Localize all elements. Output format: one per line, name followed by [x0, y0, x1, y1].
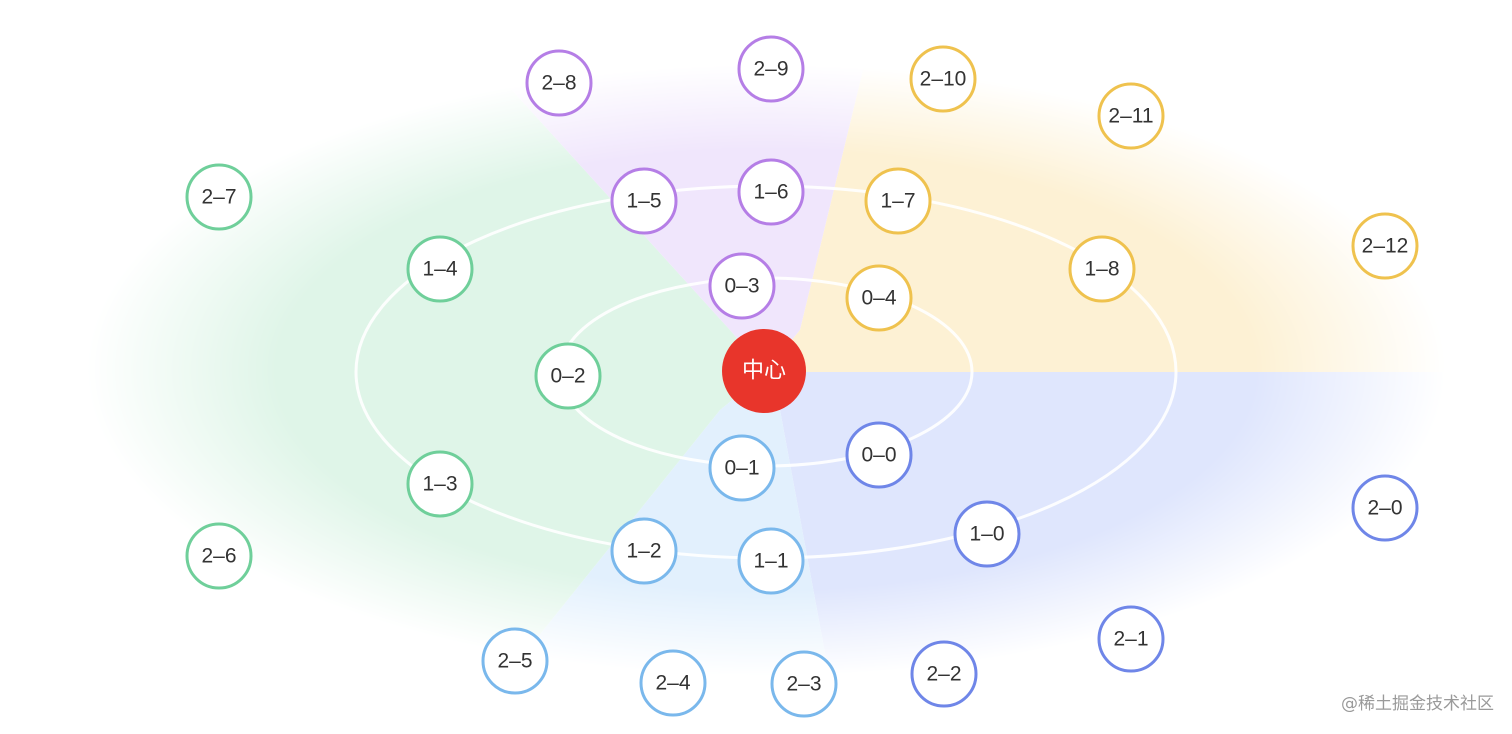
center-node-circle[interactable] — [722, 329, 806, 413]
node-label: 1–5 — [626, 190, 661, 213]
node-label: 1–7 — [880, 190, 915, 213]
node-label: 1–4 — [422, 258, 457, 281]
node-0-2[interactable]: 0–2 — [534, 342, 602, 410]
node-label: 2–7 — [201, 186, 236, 209]
node-circle[interactable] — [845, 264, 913, 332]
node-label: 2–0 — [1367, 497, 1402, 520]
node-circle[interactable] — [534, 342, 602, 410]
node-2-12[interactable]: 2–12 — [1351, 212, 1419, 280]
node-label: 1–2 — [626, 540, 661, 563]
node-circle[interactable] — [1351, 212, 1419, 280]
node-circle[interactable] — [525, 49, 593, 117]
node-2-3[interactable]: 2–3 — [770, 650, 838, 718]
node-circle[interactable] — [845, 421, 913, 489]
node-circle[interactable] — [737, 158, 805, 226]
node-circle[interactable] — [639, 649, 707, 717]
node-label: 2–2 — [926, 663, 961, 686]
node-label: 2–10 — [920, 68, 967, 91]
node-1-0[interactable]: 1–0 — [953, 500, 1021, 568]
node-1-7[interactable]: 1–7 — [864, 167, 932, 235]
node-circle[interactable] — [737, 527, 805, 595]
node-2-7[interactable]: 2–7 — [185, 163, 253, 231]
node-circle[interactable] — [1351, 474, 1419, 542]
node-circle[interactable] — [1068, 235, 1136, 303]
node-circle[interactable] — [185, 522, 253, 590]
center-node-label: 中心 — [742, 359, 786, 384]
node-2-5[interactable]: 2–5 — [481, 627, 549, 695]
node-1-2[interactable]: 1–2 — [610, 517, 678, 585]
watermark: @稀土掘金技术社区 — [1341, 694, 1494, 714]
node-2-11[interactable]: 2–11 — [1097, 82, 1165, 150]
node-0-0[interactable]: 0–0 — [845, 421, 913, 489]
node-label: 1–3 — [422, 473, 457, 496]
node-circle[interactable] — [909, 45, 977, 113]
node-circle[interactable] — [610, 167, 678, 235]
node-2-9[interactable]: 2–9 — [737, 35, 805, 103]
node-label: 0–0 — [861, 444, 896, 467]
node-2-0[interactable]: 2–0 — [1351, 474, 1419, 542]
node-label: 2–9 — [753, 58, 788, 81]
node-layer: 0–0 0–1 0–2 0–3 0–4 1–0 1–1 1–2 1–3 1–4 1–5 1–6 1–7 1… — [185, 35, 1419, 718]
node-label: 1–0 — [969, 523, 1004, 546]
node-0-4[interactable]: 0–4 — [845, 264, 913, 332]
node-label: 2–3 — [786, 673, 821, 696]
node-2-2[interactable]: 2–2 — [910, 640, 978, 708]
node-circle[interactable] — [910, 640, 978, 708]
node-label: 2–6 — [201, 545, 236, 568]
node-2-10[interactable]: 2–10 — [909, 45, 977, 113]
node-label: 2–8 — [541, 72, 576, 95]
node-label: 2–4 — [655, 672, 690, 695]
node-circle[interactable] — [406, 450, 474, 518]
node-1-4[interactable]: 1–4 — [406, 235, 474, 303]
node-label: 1–8 — [1084, 258, 1119, 281]
node-label: 2–12 — [1362, 235, 1409, 258]
node-2-1[interactable]: 2–1 — [1097, 605, 1165, 673]
node-label: 2–5 — [497, 650, 532, 673]
node-label: 1–1 — [753, 550, 788, 573]
node-circle[interactable] — [737, 35, 805, 103]
node-circle[interactable] — [708, 252, 776, 320]
node-label: 2–1 — [1113, 628, 1148, 651]
node-0-1[interactable]: 0–1 — [708, 434, 776, 502]
node-1-3[interactable]: 1–3 — [406, 450, 474, 518]
node-label: 0–4 — [861, 287, 896, 310]
node-label: 0–3 — [724, 275, 759, 298]
node-label: 0–1 — [724, 457, 759, 480]
node-circle[interactable] — [610, 517, 678, 585]
node-circle[interactable] — [1097, 605, 1165, 673]
node-label: 2–11 — [1108, 105, 1153, 128]
node-circle[interactable] — [708, 434, 776, 502]
node-circle[interactable] — [1097, 82, 1165, 150]
node-1-1[interactable]: 1–1 — [737, 527, 805, 595]
node-label: 1–6 — [753, 181, 788, 204]
node-2-8[interactable]: 2–8 — [525, 49, 593, 117]
node-circle[interactable] — [481, 627, 549, 695]
node-circle[interactable] — [406, 235, 474, 303]
node-label: 0–2 — [550, 365, 585, 388]
node-1-8[interactable]: 1–8 — [1068, 235, 1136, 303]
center-node[interactable]: 中心 — [722, 329, 806, 413]
node-2-4[interactable]: 2–4 — [639, 649, 707, 717]
node-circle[interactable] — [770, 650, 838, 718]
node-0-3[interactable]: 0–3 — [708, 252, 776, 320]
node-2-6[interactable]: 2–6 — [185, 522, 253, 590]
node-1-6[interactable]: 1–6 — [737, 158, 805, 226]
node-circle[interactable] — [953, 500, 1021, 568]
node-1-5[interactable]: 1–5 — [610, 167, 678, 235]
node-circle[interactable] — [864, 167, 932, 235]
node-circle[interactable] — [185, 163, 253, 231]
